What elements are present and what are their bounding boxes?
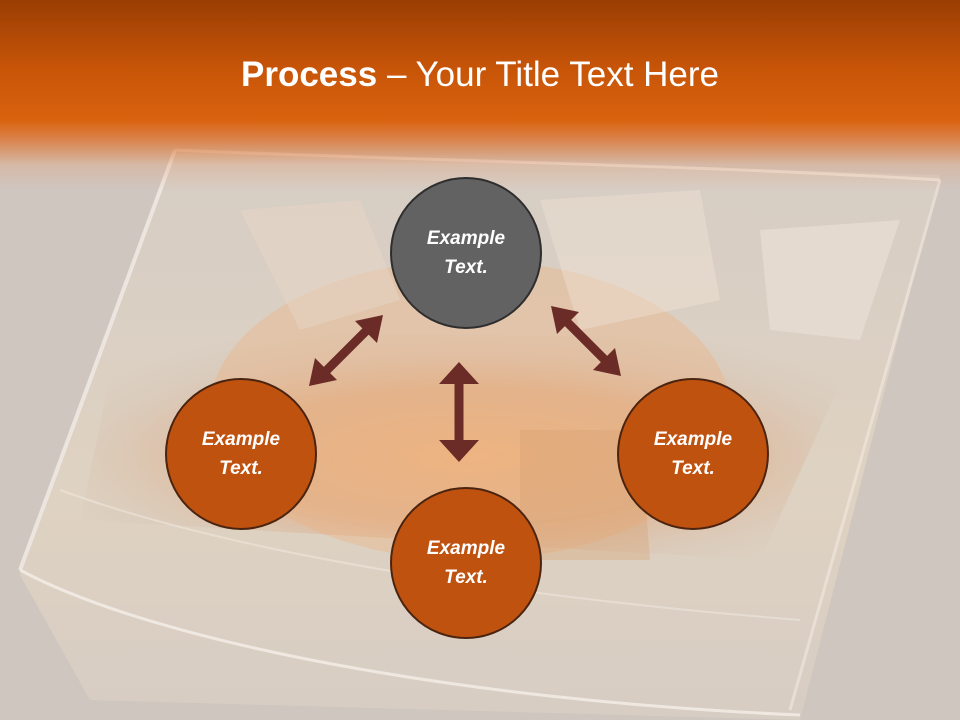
slide-title: Process – Your Title Text Here [0, 50, 960, 100]
node-right-line2: Text. [671, 458, 715, 479]
process-node-bottom[interactable]: Example Text. [390, 487, 542, 639]
node-top-line2: Text. [444, 257, 488, 278]
node-left-line1: Example [201, 429, 281, 450]
title-bold: Process [241, 55, 378, 94]
arrow-top-left [309, 315, 383, 386]
node-top-text: Example Text. [411, 224, 521, 282]
process-node-right[interactable]: Example Text. [617, 378, 769, 530]
node-top-line1: Example [426, 228, 506, 249]
process-node-top[interactable]: Example Text. [390, 177, 542, 329]
title-bar [0, 0, 960, 190]
node-bottom-text: Example Text. [411, 534, 521, 592]
arrow-center-vertical [439, 362, 479, 462]
node-left-line2: Text. [219, 458, 263, 479]
node-right-text: Example Text. [638, 425, 748, 483]
title-rest: Your Title Text Here [415, 55, 720, 94]
arrow-top-right [551, 306, 621, 376]
node-right-line1: Example [653, 429, 733, 450]
node-bottom-line2: Text. [444, 567, 488, 588]
node-left-text: Example Text. [186, 425, 296, 483]
process-node-left[interactable]: Example Text. [165, 378, 317, 530]
node-bottom-line1: Example [426, 538, 506, 559]
title-separator: – [377, 55, 416, 94]
